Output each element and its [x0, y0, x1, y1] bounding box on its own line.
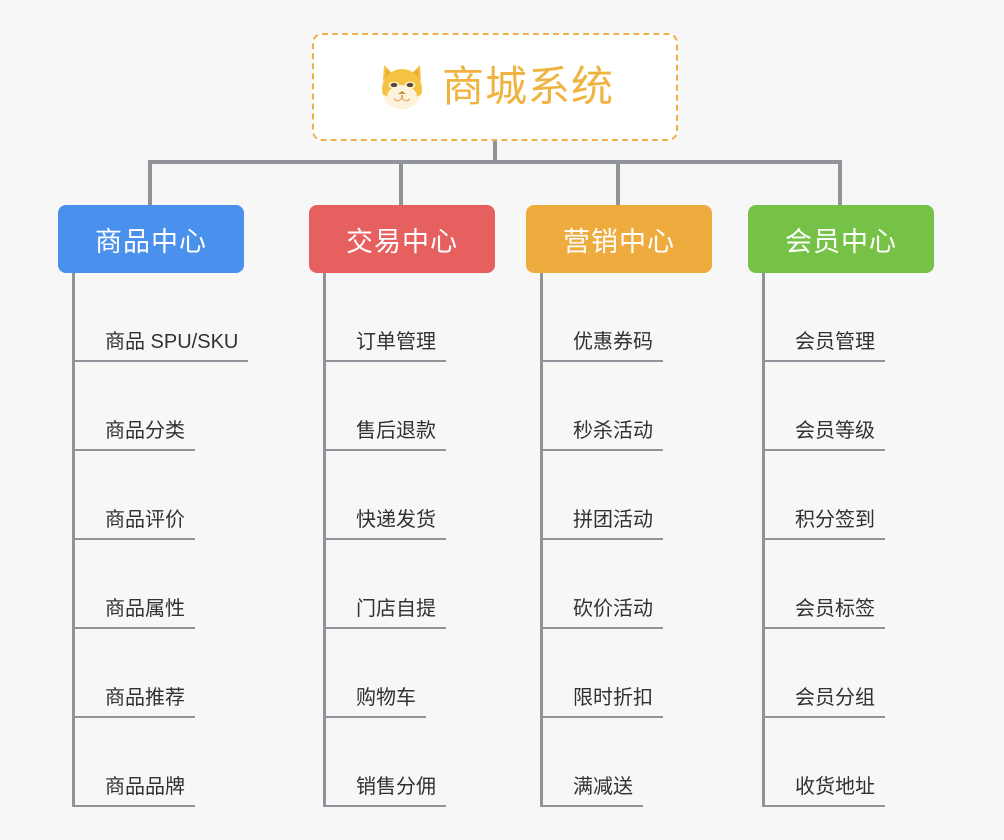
list-item[interactable]: 商品 SPU/SKU — [75, 273, 288, 362]
leaf-label: 商品 SPU/SKU — [75, 331, 249, 362]
leaf-list-3: 优惠券码 秒杀活动 拼团活动 砍价活动 限时折扣 满减送 — [540, 273, 756, 807]
category-header-2[interactable]: 交易中心 — [309, 205, 495, 273]
connector-drop-2 — [399, 160, 403, 205]
category-title: 会员中心 — [785, 226, 897, 257]
list-item[interactable]: 收货地址 — [765, 718, 978, 807]
root-node[interactable]: 商城系统 — [312, 33, 678, 141]
leaf-label: 会员分组 — [765, 687, 885, 718]
leaf-label: 订单管理 — [326, 331, 446, 362]
root-title: 商城系统 — [441, 63, 614, 110]
category-title: 营销中心 — [563, 226, 675, 257]
branch-column-2: 交易中心 订单管理 售后退款 快递发货 门店自提 购物车 销售分佣 — [309, 205, 539, 807]
connector-drop-4 — [838, 160, 842, 205]
leaf-label: 优惠券码 — [543, 331, 663, 362]
leaf-label: 会员管理 — [765, 331, 885, 362]
leaf-label: 拼团活动 — [543, 509, 663, 540]
list-item[interactable]: 门店自提 — [326, 540, 539, 629]
leaf-list-1: 商品 SPU/SKU 商品分类 商品评价 商品属性 商品推荐 商品品牌 — [72, 273, 288, 807]
leaf-label: 限时折扣 — [543, 687, 663, 718]
leaf-label: 商品分类 — [75, 420, 195, 451]
leaf-label: 快递发货 — [326, 509, 446, 540]
leaf-label: 销售分佣 — [326, 776, 446, 807]
leaf-label: 满减送 — [543, 776, 643, 807]
connector-drop-1 — [148, 160, 152, 205]
leaf-label: 积分签到 — [765, 509, 885, 540]
leaf-label: 会员标签 — [765, 598, 885, 629]
list-item[interactable]: 快递发货 — [326, 451, 539, 540]
list-item[interactable]: 限时折扣 — [543, 629, 756, 718]
list-item[interactable]: 订单管理 — [326, 273, 539, 362]
leaf-label: 商品评价 — [75, 509, 195, 540]
branch-column-1: 商品中心 商品 SPU/SKU 商品分类 商品评价 商品属性 商品推荐 商品品牌 — [58, 205, 288, 807]
list-item[interactable]: 商品评价 — [75, 451, 288, 540]
branch-column-4: 会员中心 会员管理 会员等级 积分签到 会员标签 会员分组 收货地址 — [748, 205, 978, 807]
leaf-label: 售后退款 — [326, 420, 446, 451]
shiba-dog-icon — [376, 61, 428, 113]
list-item[interactable]: 购物车 — [326, 629, 539, 718]
leaf-label: 购物车 — [326, 687, 426, 718]
list-item[interactable]: 会员标签 — [765, 540, 978, 629]
list-item[interactable]: 拼团活动 — [543, 451, 756, 540]
category-title: 商品中心 — [95, 226, 207, 257]
connector-drop-3 — [616, 160, 620, 205]
connector-horizontal-bar — [148, 160, 842, 164]
list-item[interactable]: 会员等级 — [765, 362, 978, 451]
list-item[interactable]: 会员分组 — [765, 629, 978, 718]
category-title: 交易中心 — [346, 226, 458, 257]
list-item[interactable]: 销售分佣 — [326, 718, 539, 807]
list-item[interactable]: 积分签到 — [765, 451, 978, 540]
leaf-label: 秒杀活动 — [543, 420, 663, 451]
leaf-label: 收货地址 — [765, 776, 885, 807]
leaf-list-2: 订单管理 售后退款 快递发货 门店自提 购物车 销售分佣 — [323, 273, 539, 807]
list-item[interactable]: 会员管理 — [765, 273, 978, 362]
list-item[interactable]: 商品品牌 — [75, 718, 288, 807]
leaf-list-4: 会员管理 会员等级 积分签到 会员标签 会员分组 收货地址 — [762, 273, 978, 807]
list-item[interactable]: 售后退款 — [326, 362, 539, 451]
leaf-label: 砍价活动 — [543, 598, 663, 629]
list-item[interactable]: 满减送 — [543, 718, 756, 807]
list-item[interactable]: 商品分类 — [75, 362, 288, 451]
leaf-label: 会员等级 — [765, 420, 885, 451]
list-item[interactable]: 砍价活动 — [543, 540, 756, 629]
list-item[interactable]: 优惠券码 — [543, 273, 756, 362]
list-item[interactable]: 商品属性 — [75, 540, 288, 629]
list-item[interactable]: 秒杀活动 — [543, 362, 756, 451]
category-header-4[interactable]: 会员中心 — [748, 205, 934, 273]
leaf-label: 门店自提 — [326, 598, 446, 629]
category-header-3[interactable]: 营销中心 — [526, 205, 712, 273]
leaf-label: 商品推荐 — [75, 687, 195, 718]
branch-column-3: 营销中心 优惠券码 秒杀活动 拼团活动 砍价活动 限时折扣 满减送 — [526, 205, 756, 807]
category-header-1[interactable]: 商品中心 — [58, 205, 244, 273]
list-item[interactable]: 商品推荐 — [75, 629, 288, 718]
leaf-label: 商品品牌 — [75, 776, 195, 807]
leaf-label: 商品属性 — [75, 598, 195, 629]
connector-stem — [493, 141, 497, 163]
